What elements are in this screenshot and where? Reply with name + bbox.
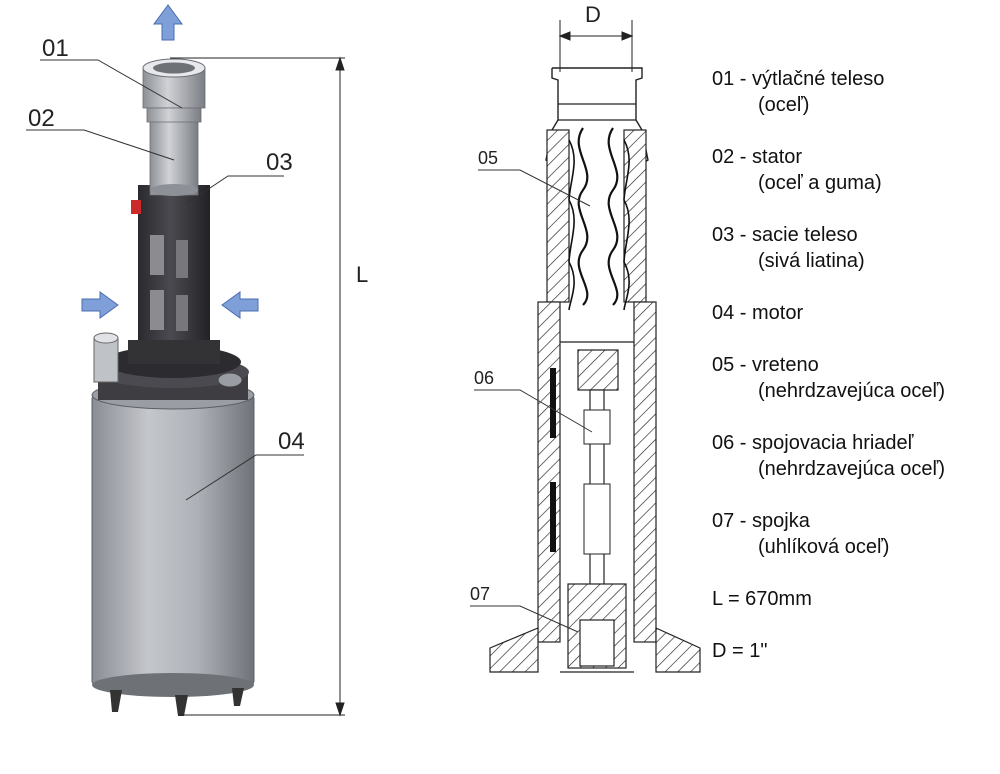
arrow-up-icon (153, 4, 183, 41)
legend-item-sub: (nehrdzavejúca oceľ) (758, 458, 946, 480)
diameter-symbol: D (585, 2, 601, 27)
cross-section (489, 20, 701, 673)
legend-item-sub: (oceľ) (758, 94, 810, 116)
legend-item-main: 04 - motor (712, 302, 804, 324)
legend-item-sub: (nehrdzavejúca oceľ) (758, 380, 946, 402)
legend-item: 03 - sacie teleso (sivá liatina) (712, 222, 945, 274)
arrow-left-icon (221, 291, 259, 319)
legend-item-main: 06 - spojovacia hriadeľ (712, 432, 914, 454)
callout-lines-middle (470, 169, 593, 633)
legend-item: 01 - výtlačné teleso (oceľ) (712, 66, 945, 118)
arrow-right-icon (81, 291, 119, 319)
callout-03: 03 (266, 149, 293, 176)
callout-06: 06 (474, 368, 494, 388)
legend-item: 05 - vreteno (nehrdzavejúca oceľ) (712, 352, 945, 404)
legend-item-main: 05 - vreteno (712, 354, 819, 376)
legend-length: L = 670mm (712, 588, 812, 610)
legend: 01 - výtlačné teleso (oceľ) 02 - stator … (712, 66, 945, 690)
length-dimension (170, 56, 345, 717)
legend-item-main: 02 - stator (712, 146, 803, 168)
legend-diameter: D = 1" (712, 640, 768, 662)
legend-item-sub: (uhlíková oceľ) (758, 536, 890, 558)
legend-item-main: 03 - sacie teleso (712, 224, 858, 246)
legend-item: 06 - spojovacia hriadeľ (nehrdzavejúca o… (712, 430, 945, 482)
legend-item-sub: (oceľ a guma) (758, 172, 882, 194)
callout-01: 01 (42, 35, 69, 62)
callout-05: 05 (478, 148, 498, 168)
legend-item: 07 - spojka (uhlíková oceľ) (712, 508, 945, 560)
length-symbol: L (356, 262, 368, 287)
callout-02: 02 (28, 105, 55, 132)
callout-lines-left (26, 59, 304, 501)
callout-04: 04 (278, 428, 305, 455)
legend-item: 02 - stator (oceľ a guma) (712, 144, 945, 196)
legend-item-sub: (sivá liatina) (758, 250, 865, 272)
legend-item-main: 07 - spojka (712, 510, 810, 532)
pump-illustration (91, 58, 255, 716)
legend-item: 04 - motor (712, 300, 945, 326)
legend-item-main: 01 - výtlačné teleso (712, 68, 885, 90)
callout-07: 07 (470, 584, 490, 604)
